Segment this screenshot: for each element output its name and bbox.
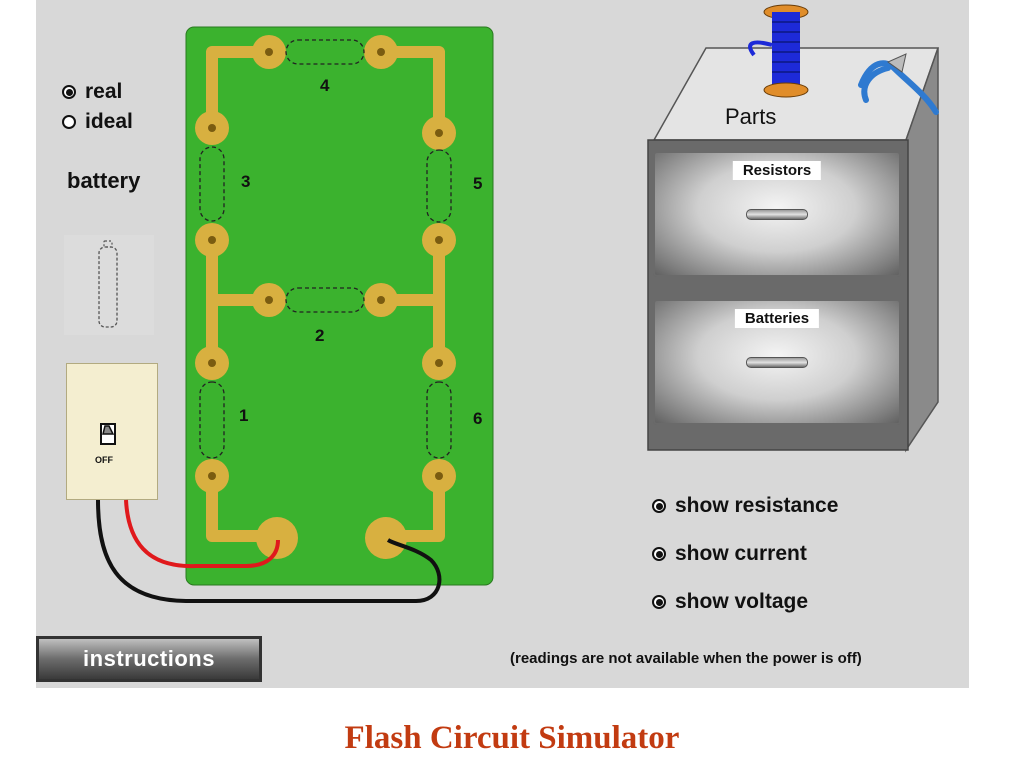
show-resistance-label: show resistance xyxy=(675,494,839,517)
drawer-resistors[interactable]: Resistors xyxy=(653,151,901,277)
red-wire xyxy=(124,499,280,569)
trace-top-left xyxy=(206,46,275,134)
pad xyxy=(365,517,407,559)
slot-number-6: 6 xyxy=(473,409,483,428)
page-title: Flash Circuit Simulator xyxy=(344,720,680,756)
readings-note: (readings are not available when the pow… xyxy=(510,650,862,667)
show-voltage-label: show voltage xyxy=(675,590,809,613)
switch-state-label: OFF xyxy=(95,455,113,465)
slot-2 xyxy=(285,287,365,313)
drawer-batteries-label: Batteries xyxy=(734,309,820,328)
board xyxy=(185,26,494,586)
parts-title: Parts xyxy=(725,104,777,129)
trace-top-right xyxy=(378,46,445,136)
radio-show-current[interactable] xyxy=(652,547,666,561)
show-current-label: show current xyxy=(675,542,807,565)
show-voltage-option[interactable]: show voltage xyxy=(652,590,808,614)
simulator-stage: real ideal battery OFF xyxy=(36,0,969,688)
slot-number-3: 3 xyxy=(241,172,251,191)
instructions-button[interactable]: instructions xyxy=(36,636,262,682)
radio-real[interactable] xyxy=(62,85,76,99)
battery-real-option[interactable]: real xyxy=(62,80,122,104)
slot-number-1: 1 xyxy=(239,406,249,425)
battery-ideal-label: ideal xyxy=(85,110,133,133)
toggle-switch-icon xyxy=(100,423,116,445)
battery-slot-icon[interactable] xyxy=(64,235,154,335)
battery-ideal-option[interactable]: ideal xyxy=(62,110,133,134)
show-current-option[interactable]: show current xyxy=(652,542,807,566)
drawer-batteries-handle[interactable] xyxy=(746,357,808,368)
slot-1 xyxy=(199,381,225,459)
radio-show-voltage[interactable] xyxy=(652,595,666,609)
slot-5 xyxy=(426,149,452,223)
radio-show-resistance[interactable] xyxy=(652,499,666,513)
slot-number-4: 4 xyxy=(320,76,330,95)
slot-number-5: 5 xyxy=(473,174,483,193)
pliers-icon xyxy=(858,53,939,115)
slot-3 xyxy=(199,146,225,222)
pad xyxy=(256,517,298,559)
radio-ideal[interactable] xyxy=(62,115,76,129)
battery-real-label: real xyxy=(85,80,123,103)
show-resistance-option[interactable]: show resistance xyxy=(652,494,838,518)
black-wire xyxy=(96,499,442,603)
drawer-resistors-handle[interactable] xyxy=(746,209,808,220)
slot-6 xyxy=(426,381,452,459)
slot-number-2: 2 xyxy=(315,326,325,345)
wire-spool-icon xyxy=(748,4,809,98)
power-switch[interactable]: OFF xyxy=(66,363,158,500)
slot-4 xyxy=(285,39,365,65)
trace-bottom-left xyxy=(206,470,282,542)
drawer-batteries[interactable]: Batteries xyxy=(653,299,901,425)
drawer-resistors-label: Resistors xyxy=(732,161,822,180)
battery-label: battery xyxy=(67,168,141,193)
circuit-board xyxy=(96,26,494,603)
